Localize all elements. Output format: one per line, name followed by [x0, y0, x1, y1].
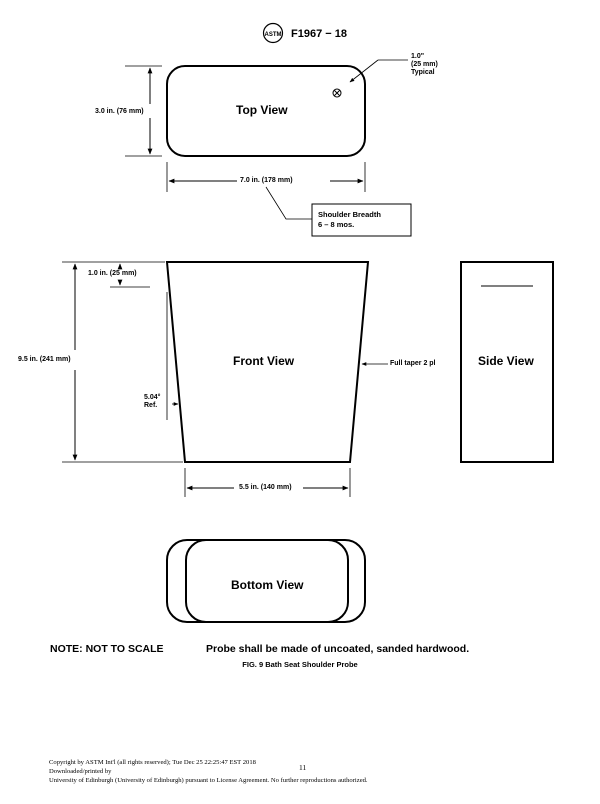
technical-drawing: [62, 59, 554, 623]
front-height-dimension: 9.5 in. (241 mm): [18, 356, 71, 363]
copyright-footer: Copyright by ASTM Int'l (all rights rese…: [49, 758, 368, 785]
bottom-view-title: Bottom View: [231, 578, 304, 592]
top-view-title: Top View: [236, 103, 288, 117]
figure-caption: FIG. 9 Bath Seat Shoulder Probe: [242, 660, 358, 669]
top-width-dimension: 7.0 in. (178 mm): [240, 177, 293, 184]
radius-note: 1.0" (25 mm) Typical: [411, 53, 438, 76]
shoulder-breadth-callout-box: [311, 203, 412, 237]
front-view: [62, 261, 388, 497]
footer-line: Downloaded/printed by: [49, 768, 112, 775]
top-offset-dimension: 1.0 in. (25 mm): [88, 270, 137, 277]
not-to-scale-note: NOTE: NOT TO SCALE: [50, 643, 164, 655]
side-view-title: Side View: [478, 354, 534, 368]
callout-leader: [265, 186, 312, 220]
side-view: [460, 261, 554, 463]
front-view-title: Front View: [233, 354, 295, 368]
footer-line: Copyright by ASTM Int'l (all rights rese…: [49, 759, 256, 766]
astm-logo: ASTM: [262, 22, 284, 44]
angle-reference: 5.04° Ref.: [144, 394, 161, 409]
top-view: [125, 59, 412, 237]
document-title: F1967 − 18: [291, 28, 347, 40]
front-width-dimension: 5.5 in. (140 mm): [239, 484, 292, 491]
bottom-view-inner-outline: [185, 539, 349, 623]
bottom-view: [166, 539, 366, 623]
top-height-dimension: 3.0 in. (76 mm): [95, 108, 144, 115]
page-header: ASTM F1967 − 18: [0, 22, 600, 46]
probe-material-note: Probe shall be made of uncoated, sanded …: [206, 643, 470, 655]
page-number: 11: [299, 763, 307, 772]
top-view-outline: [166, 65, 366, 157]
hole-symbol: [332, 88, 342, 98]
taper-note: Full taper 2 pl: [390, 360, 436, 367]
shoulder-breadth-callout: Shoulder Breadth 6 – 8 mos.: [318, 210, 381, 229]
svg-text:ASTM: ASTM: [265, 32, 282, 38]
side-view-outline: [460, 261, 554, 463]
front-view-outline: [165, 261, 370, 463]
footer-line: University of Edinburgh (University of E…: [49, 777, 368, 784]
